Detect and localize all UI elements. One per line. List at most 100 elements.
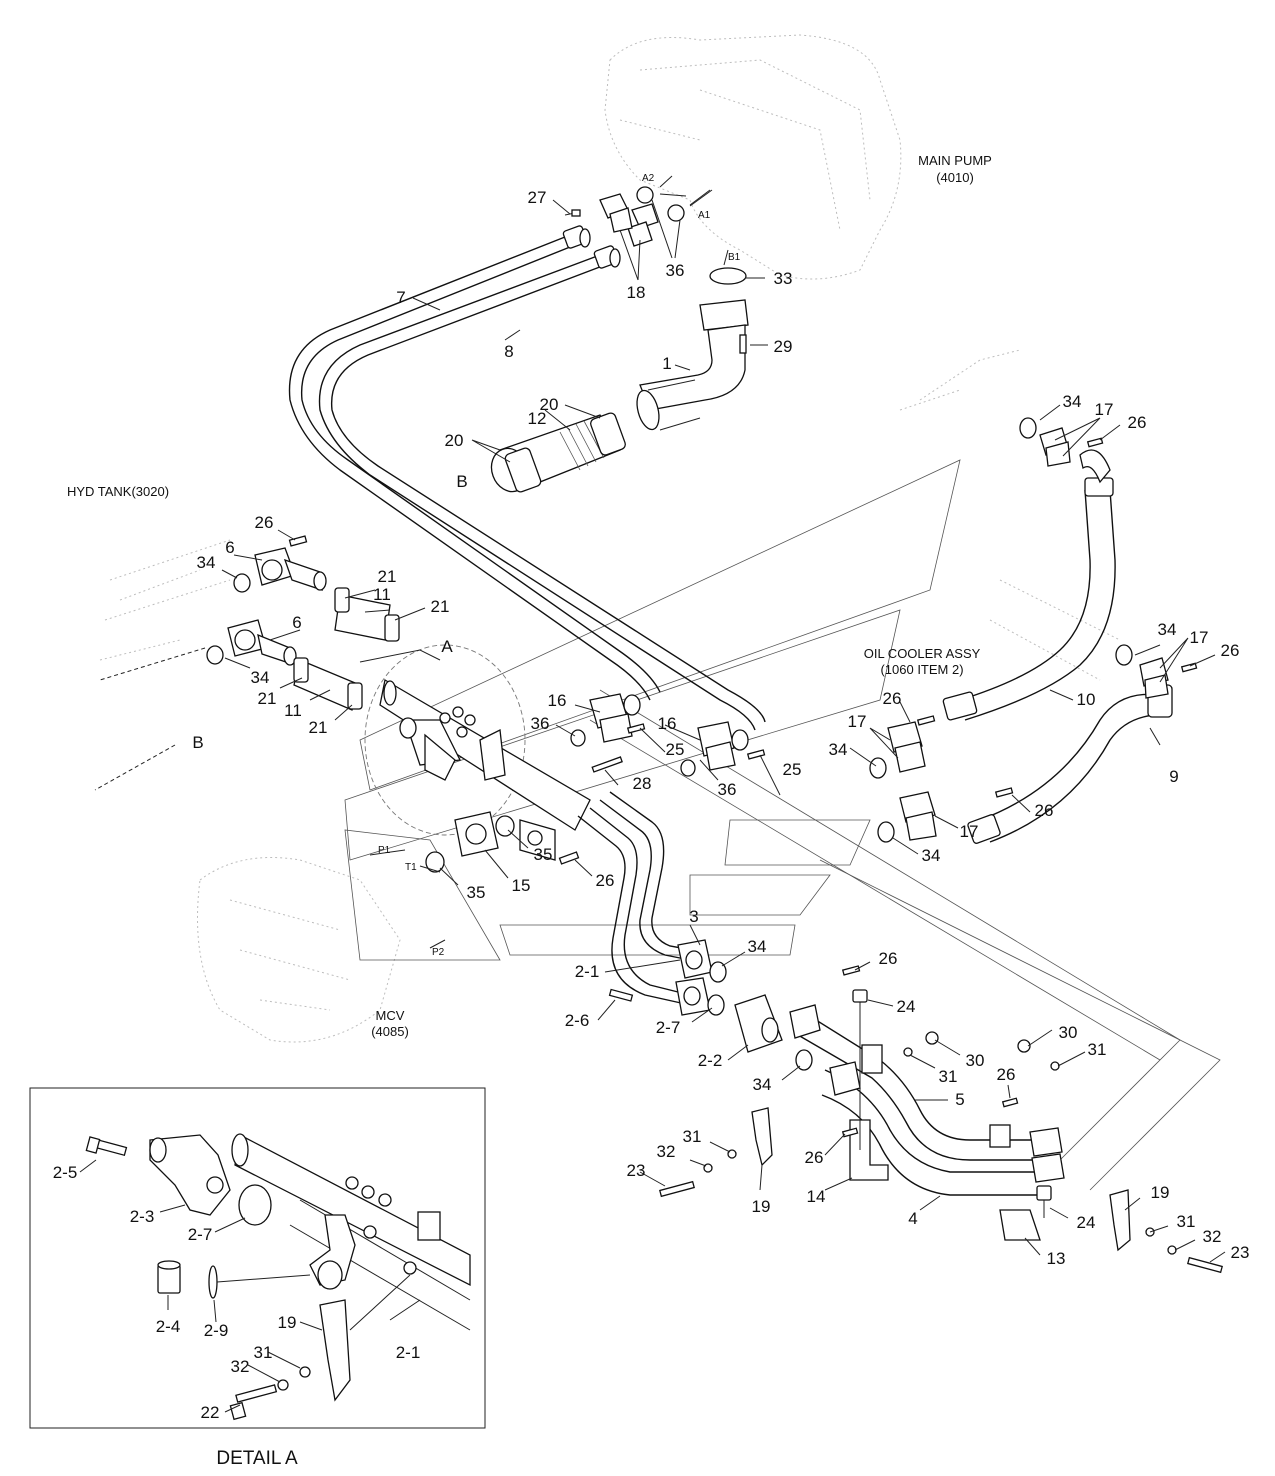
callout-17-low: 17: [960, 822, 979, 841]
callout-36-right: 36: [718, 780, 737, 799]
hose-ends-top: [562, 225, 621, 269]
oring-34-left-lower: [206, 645, 224, 665]
flange-15: [454, 811, 499, 857]
callout-25-right: 25: [783, 760, 802, 779]
callout-36-mid: 36: [531, 714, 550, 733]
callout-17-mid: 17: [848, 712, 867, 731]
mcv-code: (4085): [371, 1024, 409, 1039]
callout-34-mid: 34: [829, 740, 848, 759]
callout-17-top: 17: [1095, 400, 1114, 419]
bolt-27: [564, 209, 581, 217]
fitting-6-lower: [227, 619, 297, 666]
callout-35-lower: 35: [467, 883, 486, 902]
callout-13: 13: [1047, 1249, 1066, 1268]
callout-1: 1: [662, 354, 671, 373]
callout-35-upper: 35: [534, 845, 553, 864]
callout-18: 18: [627, 283, 646, 302]
callout-2-7: 2-7: [656, 1018, 681, 1037]
callout-26-low: 26: [1035, 801, 1054, 820]
port-p2: P2: [432, 947, 445, 958]
split-flange-16-right: [697, 721, 749, 771]
bolt-26-low: [994, 787, 1014, 798]
detail-callout-31: 31: [254, 1343, 273, 1362]
callout-26-h: 26: [997, 1065, 1016, 1084]
detail-a-title: DETAIL A: [216, 1448, 298, 1469]
callout-34-right: 34: [1158, 620, 1177, 639]
callout-30-left: 30: [966, 1051, 985, 1070]
callout-26-top-right: 26: [1128, 413, 1147, 432]
callout-15: 15: [512, 876, 531, 895]
center-hardware: [570, 723, 766, 777]
callout-32-right: 32: [1203, 1227, 1222, 1246]
callout-26-tank: 26: [255, 513, 274, 532]
callout-2-6: 2-6: [565, 1011, 590, 1030]
hose-10: [942, 449, 1116, 721]
mcv-ghost: [197, 857, 401, 1043]
callout-29: 29: [774, 337, 793, 356]
split-flange-17-top: [1039, 427, 1071, 467]
split-flange-17-low: [899, 791, 937, 841]
detail-callout-2-5: 2-5: [53, 1163, 78, 1182]
ref-a: A: [441, 637, 453, 656]
pipe-5: [797, 1009, 1045, 1161]
callout-26-mid: 26: [883, 689, 902, 708]
bolt-26-mid: [916, 715, 936, 726]
orings-36-top: [636, 186, 685, 222]
callout-6-upper: 6: [225, 538, 234, 557]
callout-16-left: 16: [548, 691, 567, 710]
callout-21-b: 21: [431, 597, 450, 616]
ref-b-left: B: [192, 733, 203, 752]
part-callouts: 27 18 36 33 7 8 29 1 12 20 20 34 17 26 2…: [53, 188, 1250, 1422]
oring-34-left-upper: [233, 573, 251, 593]
bracket-19-left: [751, 1107, 773, 1167]
callout-25-left: 25: [666, 740, 685, 759]
bolt-26-center: [558, 851, 580, 865]
leader-lines: [94, 175, 1226, 1263]
callout-23-left: 23: [627, 1161, 646, 1180]
callout-21-c: 21: [258, 689, 277, 708]
callout-34-low: 34: [922, 846, 941, 865]
callout-26-right: 26: [1221, 641, 1240, 660]
port-b1: B1: [728, 252, 741, 263]
detail-callout-2-9: 2-9: [204, 1321, 229, 1340]
callout-26-center: 26: [596, 871, 615, 890]
callout-5: 5: [955, 1090, 964, 1109]
mcv-manifold: [379, 678, 591, 861]
port-a2: A2: [642, 173, 655, 184]
callout-36: 36: [666, 261, 685, 280]
callout-34-pipe: 34: [748, 937, 767, 956]
callout-17-right: 17: [1190, 628, 1209, 647]
callout-11-lower: 11: [284, 701, 302, 720]
clamp-13: [989, 1124, 1041, 1241]
detail-callout-2-3: 2-3: [130, 1207, 155, 1226]
oring-34-mid: [869, 757, 887, 779]
callout-21-d: 21: [309, 718, 328, 737]
flange-2-2: [734, 994, 783, 1053]
callout-34-tank-lower: 34: [251, 668, 270, 687]
callout-9: 9: [1169, 767, 1178, 786]
orings-34-2-7: [707, 961, 727, 1016]
elbow-pipe-1: [636, 299, 749, 431]
main-pump-ghost: [604, 34, 902, 280]
callout-20-lower: 20: [445, 431, 464, 450]
callout-7: 7: [396, 288, 405, 307]
callout-32-left: 32: [657, 1142, 676, 1161]
pipe-2-1: [577, 807, 691, 1006]
callout-33: 33: [774, 269, 793, 288]
flange-3: [677, 939, 713, 979]
callout-12: 12: [528, 409, 547, 428]
detail-a-inset: [29, 1087, 486, 1429]
bolt-24-lower: [1036, 1185, 1052, 1218]
hose-7: [288, 234, 661, 701]
pipe-3: [599, 791, 693, 961]
callout-24-upper: 24: [897, 997, 916, 1016]
port-p1: P1: [378, 845, 391, 856]
callout-34-bottom: 34: [753, 1075, 772, 1094]
callout-2-1: 2-1: [575, 962, 600, 981]
callout-4: 4: [908, 1209, 917, 1228]
callout-10: 10: [1077, 690, 1096, 709]
oil-cooler-ghost: [899, 349, 1121, 681]
main-pump-code: (4010): [936, 170, 974, 185]
callout-34-top-right: 34: [1063, 392, 1082, 411]
